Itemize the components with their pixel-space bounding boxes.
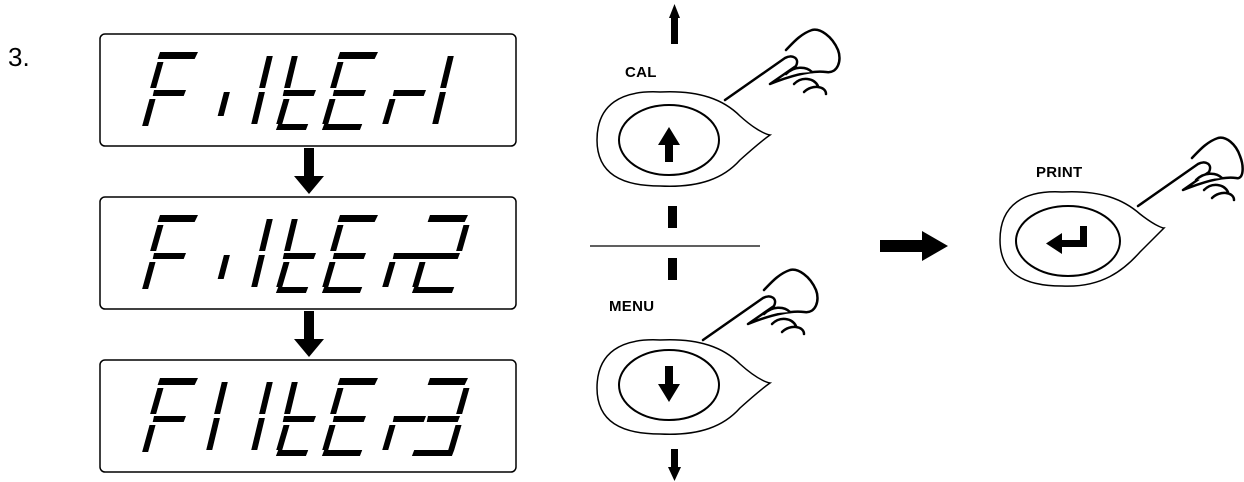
- right-arrow: [880, 231, 948, 261]
- enter-return-icon: [1046, 226, 1087, 254]
- display-panel-2: [99, 196, 517, 310]
- arrow-down-indicator: [668, 449, 681, 481]
- display-panel-1: [99, 33, 517, 147]
- hand-pointer-icon-menu: [701, 268, 819, 342]
- cal-key[interactable]: [596, 91, 773, 187]
- down-arrow-2: [294, 311, 324, 357]
- arrow-up-indicator: [669, 4, 680, 44]
- print-key[interactable]: [999, 191, 1166, 287]
- print-key-label: PRINT: [1036, 164, 1083, 181]
- arrow-down-icon: [658, 366, 680, 402]
- cal-key-label: CAL: [625, 64, 657, 81]
- display-panel-3: [99, 359, 517, 473]
- down-arrow-1: [294, 148, 324, 194]
- hand-pointer-icon-cal: [723, 28, 841, 102]
- hand-pointer-icon-print: [1136, 136, 1244, 208]
- dashed-connector: [668, 206, 677, 280]
- step-number: 3.: [8, 42, 30, 72]
- menu-key-label: MENU: [609, 298, 655, 315]
- menu-key[interactable]: [596, 339, 773, 435]
- arrow-up-icon: [658, 127, 680, 162]
